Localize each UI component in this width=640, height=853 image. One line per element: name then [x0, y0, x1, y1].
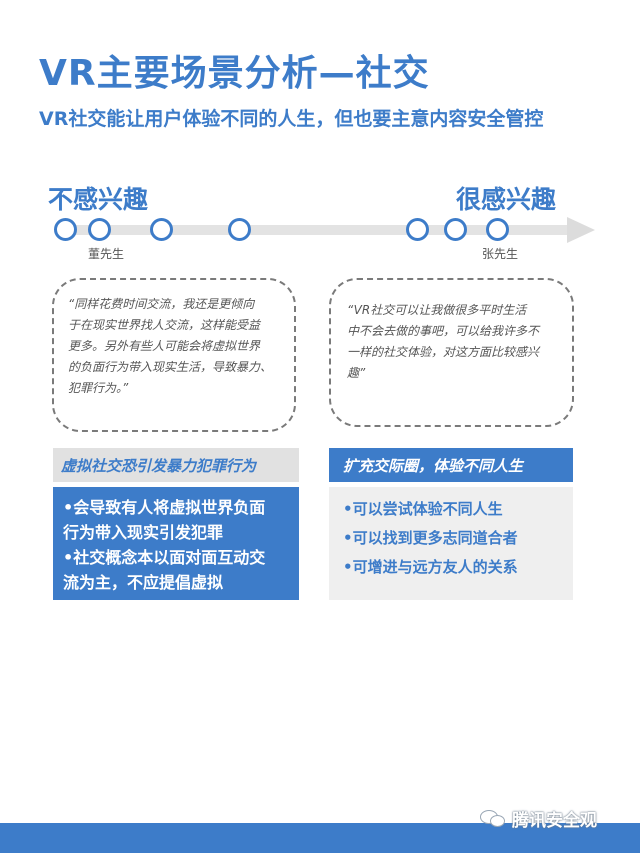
watermark: 腾讯安全观 [480, 806, 597, 831]
scale-dot [54, 218, 77, 241]
left-summary-heading-band: 虚拟社交恐引发暴力犯罪行为 [53, 448, 299, 482]
scale-label-very-interested: 很感兴趣 [456, 185, 557, 214]
quote-line: 于在现实世界找人交流，这样能受益 [68, 318, 261, 332]
scale-dot [150, 218, 173, 241]
interest-scale [0, 214, 640, 248]
summary-point: •会导致有人将虚拟世界负面 [63, 498, 266, 517]
footer-bar [0, 823, 640, 853]
quote-line: 趣” [347, 366, 366, 380]
quote-line: 更多。另外有些人可能会将虚拟世界 [68, 339, 261, 353]
person-label-zhang: 张先生 [482, 247, 519, 261]
summary-point: 行为带入现实引发犯罪 [63, 523, 224, 542]
quote-line: 的负面行为带入现实生活，导致暴力、 [68, 360, 273, 374]
wechat-icon [480, 808, 508, 830]
scale-dot [486, 218, 509, 241]
right-quote-box: “VR社交可以让我做很多平时生活 中不会去做的事吧，可以给我许多不 一样的社交体… [329, 278, 574, 427]
scale-dot [406, 218, 429, 241]
right-summary-heading-band: 扩充交际圈，体验不同人生 [329, 448, 573, 482]
scale-label-not-interested: 不感兴趣 [48, 185, 149, 214]
scale-dot [228, 218, 251, 241]
summary-point: •可增进与远方友人的关系 [343, 558, 518, 576]
left-quote-box: “同样花费时间交流，我还是更倾向 于在现实世界找人交流，这样能受益 更多。另外有… [52, 278, 296, 432]
scale-arrow-icon [567, 217, 595, 243]
summary-point: •可以找到更多志同道合者 [343, 529, 518, 547]
scale-dot [444, 218, 467, 241]
quote-line: “VR社交可以让我做很多平时生活 [347, 303, 527, 317]
left-summary-panel: •会导致有人将虚拟世界负面 行为带入现实引发犯罪 •社交概念本以面对面互动交 流… [53, 487, 299, 600]
quote-line: 中不会去做的事吧，可以给我许多不 [347, 324, 540, 338]
page-subtitle: VR社交能让用户体验不同的人生，但也要主意内容安全管控 [39, 108, 544, 130]
person-label-dong: 董先生 [88, 247, 125, 261]
scale-track [60, 225, 568, 235]
summary-point: 流为主，不应提倡虚拟 [63, 573, 224, 592]
right-summary-heading: 扩充交际圈，体验不同人生 [343, 457, 524, 475]
summary-point: •可以尝试体验不同人生 [343, 500, 503, 518]
quote-line: 一样的社交体验，对这方面比较感兴 [347, 345, 540, 359]
scale-dot [88, 218, 111, 241]
watermark-text: 腾讯安全观 [512, 811, 597, 831]
left-summary-heading: 虚拟社交恐引发暴力犯罪行为 [61, 457, 257, 475]
quote-line: “同样花费时间交流，我还是更倾向 [68, 297, 255, 311]
right-summary-panel: •可以尝试体验不同人生 •可以找到更多志同道合者 •可增进与远方友人的关系 [329, 487, 573, 600]
summary-point: •社交概念本以面对面互动交 [63, 548, 266, 567]
quote-line: 犯罪行为。” [68, 381, 129, 395]
page-title: VR主要场景分析—社交 [39, 53, 430, 94]
